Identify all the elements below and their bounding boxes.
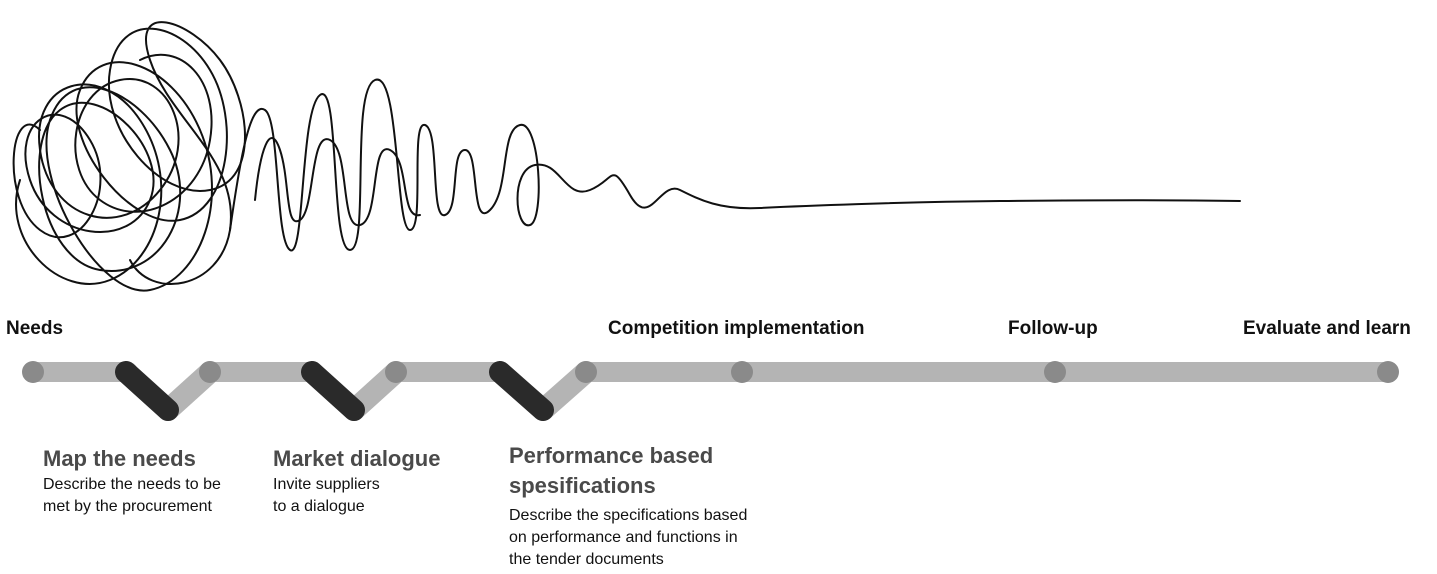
scribble-waves-middle (229, 78, 1241, 252)
scribble-loops-left (12, 21, 246, 292)
scribble-loops-left-2 (15, 53, 213, 285)
stage-label-follow-up: Follow-up (1008, 318, 1098, 339)
step-title: Market dialogue (273, 446, 441, 471)
step-title: Performance based spesifications (509, 443, 714, 498)
node-map-needs-end (199, 361, 221, 383)
process-track (23, 361, 1398, 421)
scribble-waves-middle-2 (254, 137, 421, 227)
step-description: Describe the needs to be met by the proc… (43, 476, 221, 515)
step-title: Map the needs (43, 446, 196, 471)
dip-down-1 (115, 361, 179, 421)
step-map-needs: Map the needs Describe the needs to be m… (43, 444, 221, 518)
node-needs (22, 361, 44, 383)
process-nodes (22, 361, 1399, 383)
step-performance-specs: Performance based spesifications Describ… (509, 441, 747, 571)
node-competition (731, 361, 753, 383)
dip-down-3 (489, 361, 554, 421)
node-evaluate (1377, 361, 1399, 383)
step-description: Invite suppliers to a dialogue (273, 476, 380, 515)
dip-down-2 (301, 361, 365, 421)
scribble-line (12, 21, 1241, 292)
stage-label-evaluate: Evaluate and learn (1243, 318, 1411, 339)
node-follow-up (1044, 361, 1066, 383)
step-market-dialogue: Market dialogue Invite suppliers to a di… (273, 444, 440, 518)
node-market-dialogue-end (385, 361, 407, 383)
node-spec-end (575, 361, 597, 383)
stage-label-competition: Competition implementation (608, 318, 865, 339)
stage-label-needs: Needs (6, 318, 64, 339)
step-description: Describe the specifications based on per… (509, 507, 748, 568)
